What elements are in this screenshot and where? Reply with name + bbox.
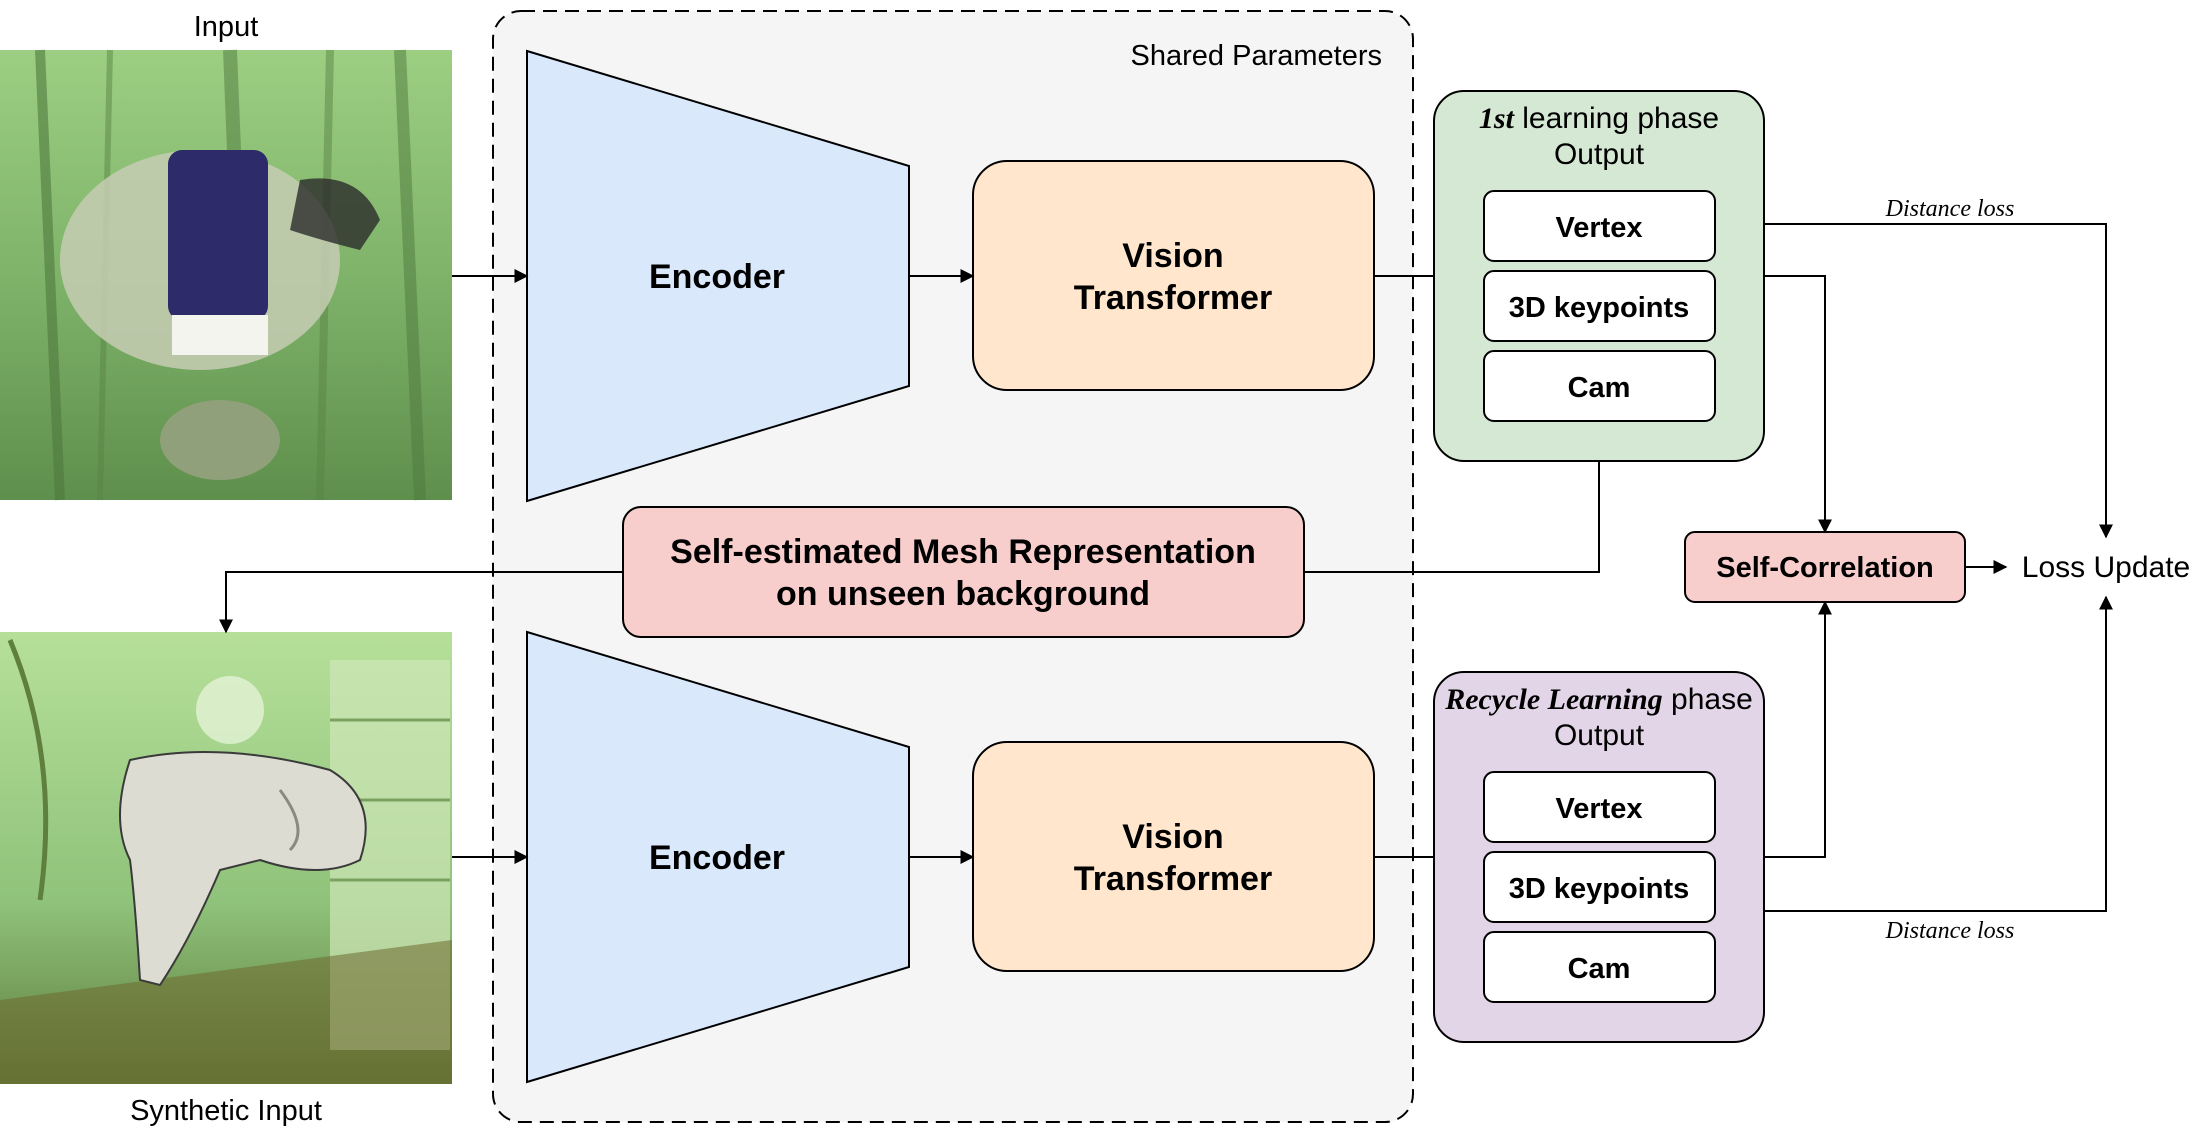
shared-parameters-label: Shared Parameters xyxy=(1131,40,1382,72)
arrow-phase1-distance-loss xyxy=(1764,223,2113,539)
phase2-vertex-box xyxy=(1483,771,1716,843)
phase2-cam-box xyxy=(1483,931,1716,1003)
loss-update-label: Loss Update xyxy=(2022,551,2190,584)
vision-transformer-bottom-line2: Transformer xyxy=(1074,860,1272,898)
phase2-keypoints-box xyxy=(1483,851,1716,923)
phase1-vertex-box xyxy=(1483,190,1716,262)
line-phase1-to-mesh xyxy=(1304,461,1600,573)
phase1-keypoints-box xyxy=(1483,270,1716,342)
encoder-top xyxy=(526,49,910,503)
phase2-title-italic: Recycle Learning xyxy=(1444,683,1662,716)
arrow-phase2-distance-loss xyxy=(1764,595,2113,912)
input-label: Input xyxy=(194,11,259,43)
synthetic-input-label: Synthetic Input xyxy=(130,1095,322,1127)
phase2-keypoints-label: 3D keypoints xyxy=(1509,873,1690,905)
arrow-phase2-to-self-correlation xyxy=(1764,600,1832,858)
phase1-cam-box xyxy=(1483,350,1716,422)
phase1-title-italic: 1st xyxy=(1479,102,1516,135)
phase1-keypoints-label: 3D keypoints xyxy=(1509,292,1690,324)
phase1-title: 1st learning phase xyxy=(1479,102,1719,135)
phase2-title-rest: phase xyxy=(1663,683,1753,716)
vision-transformer-top-line2: Transformer xyxy=(1074,279,1272,317)
self-correlation-label: Self-Correlation xyxy=(1716,552,1934,584)
phase1-vertex-label: Vertex xyxy=(1555,212,1642,244)
connectors xyxy=(219,223,2113,912)
vision-transformer-top xyxy=(972,160,1375,391)
phase2-title: Recycle Learning phase xyxy=(1444,683,1753,716)
input-image xyxy=(0,49,452,501)
vision-transformer-top-line1: Vision xyxy=(1122,237,1223,275)
mesh-representation-box xyxy=(622,506,1305,638)
arrow-mesh-to-synthetic xyxy=(219,571,623,634)
arrow-phase1-to-self-correlation xyxy=(1764,275,1832,534)
mesh-representation-line2: on unseen background xyxy=(776,575,1150,613)
phase1-cam-label: Cam xyxy=(1568,372,1631,404)
mesh-representation-line1: Self-estimated Mesh Representation xyxy=(670,533,1256,571)
distance-loss-top-label: Distance loss xyxy=(1885,196,2015,222)
encoder-bottom xyxy=(526,630,910,1084)
encoder-bottom-label: Encoder xyxy=(649,839,785,877)
encoder-top-label: Encoder xyxy=(649,258,785,296)
vision-transformer-bottom-line1: Vision xyxy=(1122,818,1223,856)
phase1-title-rest: learning phase xyxy=(1514,102,1719,135)
phase2-cam-label: Cam xyxy=(1568,953,1631,985)
vision-transformer-bottom xyxy=(972,741,1375,972)
phase1-subtitle: Output xyxy=(1554,138,1645,171)
phase2-vertex-label: Vertex xyxy=(1555,793,1642,825)
synthetic-input-image xyxy=(0,632,452,1084)
phase2-subtitle: Output xyxy=(1554,719,1645,752)
distance-loss-bottom-label: Distance loss xyxy=(1885,918,2015,944)
